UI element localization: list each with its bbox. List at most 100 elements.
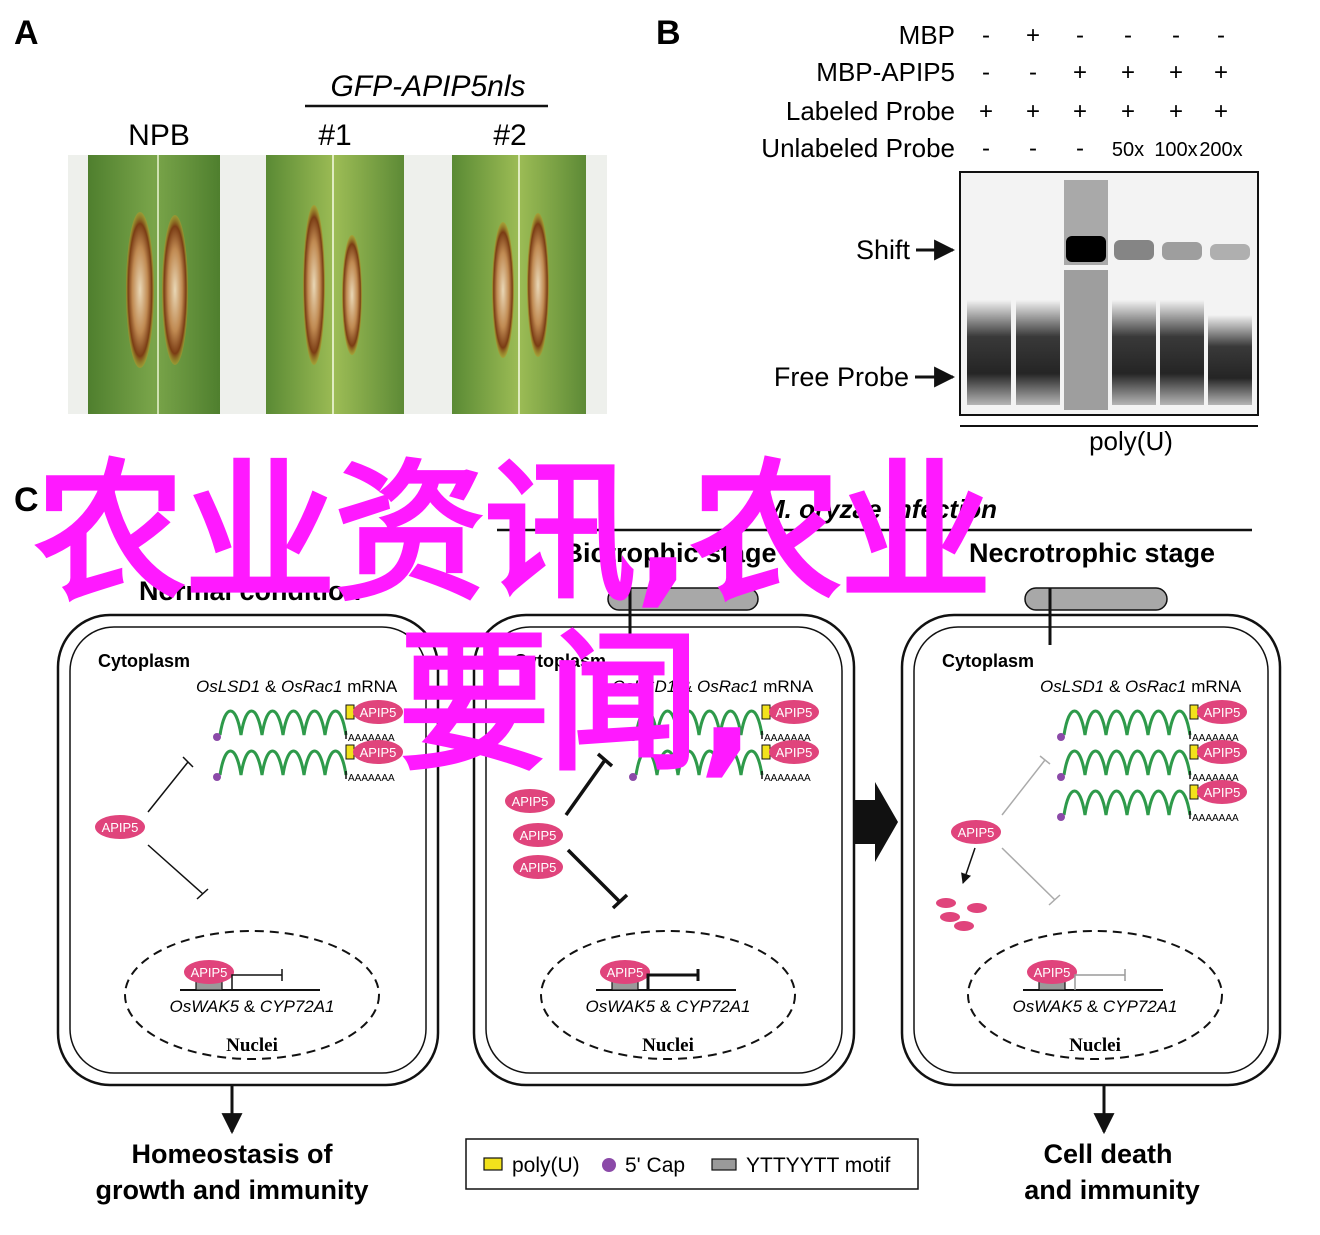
mrna-label: OsLSD1 & OsRac1 mRNA <box>612 677 814 696</box>
nuclei-label: Nuclei <box>226 1035 278 1056</box>
promoter-joiner: & <box>239 997 260 1016</box>
cell-2-title: Biotrophic stage <box>563 538 776 568</box>
apip5-protein <box>353 700 403 724</box>
emsa-condition-table: MBP-+----MBP-APIP5--++++Labeled Probe+++… <box>761 20 1242 163</box>
gel-lanes <box>967 180 1252 410</box>
panel-b: B MBP-+----MBP-APIP5--++++Labeled Probe+… <box>656 14 1259 456</box>
nucleus <box>540 930 796 1060</box>
promoter-label: OsWAK5 & CYP72A1 <box>585 997 750 1016</box>
apip5-protein <box>1197 700 1247 724</box>
emsa-cell: - <box>982 135 990 162</box>
fungus-hypha-biotrophic <box>607 587 759 645</box>
mrna-gene-2: OsRac1 <box>1125 677 1186 696</box>
stage-transition-arrow <box>855 782 898 862</box>
mrna-strand <box>218 749 348 776</box>
cell-membrane <box>69 626 427 1074</box>
cell-membrane <box>485 626 843 1074</box>
emsa-cell: - <box>982 59 990 86</box>
mrna-strand <box>1062 749 1192 776</box>
apip5-label: APIP5 <box>1204 705 1241 720</box>
emsa-cell: - <box>1217 22 1225 49</box>
apip5-label: APIP5 <box>1204 785 1241 800</box>
apip5-protein <box>505 789 555 813</box>
legend-motif: YTTYYTT motif <box>746 1154 890 1177</box>
degraded-fragment <box>940 912 960 922</box>
apip5-protein <box>184 960 234 984</box>
lane-label-2: #2 <box>493 119 526 152</box>
cell-wall <box>900 613 1282 1087</box>
cell-3-title: Necrotrophic stage <box>969 538 1215 568</box>
promoter-gene-2: CYP72A1 <box>676 997 751 1016</box>
cell-wall <box>472 613 856 1087</box>
inhibition-line <box>147 844 204 895</box>
emsa-cell: 100x <box>1154 139 1197 161</box>
emsa-cell: + <box>1026 22 1040 49</box>
degradation-arrow <box>961 847 976 884</box>
promoter-arrow <box>231 974 282 990</box>
leaf-npb <box>88 155 220 414</box>
polya-tail: AAAAAAA <box>764 733 811 744</box>
polya-tail: AAAAAAA <box>764 773 811 784</box>
apip5-protein <box>1027 960 1077 984</box>
promoter-gene-1: OsWAK5 <box>169 997 239 1016</box>
cell-membrane <box>913 626 1269 1074</box>
mrna-strand <box>634 709 764 736</box>
apip5-label: APIP5 <box>520 860 557 875</box>
apip5-label: APIP5 <box>958 825 995 840</box>
mrna-strand <box>634 749 764 776</box>
apip5-protein <box>951 820 1001 844</box>
construct-label: GFP-APIP5nls <box>330 70 525 103</box>
emsa-row-label: Unlabeled Probe <box>761 133 955 163</box>
emsa-cell: + <box>1073 59 1087 86</box>
degraded-fragment <box>936 898 956 908</box>
leaf-line-1 <box>266 155 404 414</box>
nucleus <box>967 930 1223 1060</box>
legend-poly-u: poly(U) <box>512 1154 580 1177</box>
cytoplasm-label: Cytoplasm <box>942 651 1034 671</box>
emsa-row-label: Labeled Probe <box>786 96 955 126</box>
cap-icon <box>213 733 221 741</box>
apip5-protein <box>600 960 650 984</box>
emsa-cell: - <box>1172 22 1180 49</box>
mrna-gene-1: OsLSD1 <box>1040 677 1104 696</box>
promoter-gene-2: CYP72A1 <box>1103 997 1178 1016</box>
promoter-joiner: & <box>1082 997 1103 1016</box>
legend-cap: 5' Cap <box>625 1154 685 1177</box>
outcome-necro-line2: and immunity <box>1024 1175 1200 1205</box>
probe-label: poly(U) <box>1089 426 1173 456</box>
infection-header: M. oryzae infection <box>763 494 997 524</box>
inhibition-line <box>1001 847 1056 901</box>
promoter-gene-1: OsWAK5 <box>585 997 655 1016</box>
mrna-joiner: & <box>1104 677 1125 696</box>
promoter-arrow <box>646 973 698 990</box>
mrna-gene-2: OsRac1 <box>697 677 758 696</box>
degraded-fragment <box>967 903 987 913</box>
poly-u-icon <box>761 704 771 720</box>
nuclei-label: Nuclei <box>642 1035 694 1056</box>
apip5-protein <box>513 823 563 847</box>
cell-wall <box>56 613 440 1087</box>
emsa-cell: 50x <box>1112 139 1144 161</box>
apip5-protein <box>353 740 403 764</box>
polya-tail: AAAAAAA <box>348 773 395 784</box>
panel-a-label: A <box>14 14 39 52</box>
emsa-cell: + <box>1121 59 1135 86</box>
apip5-protein <box>769 700 819 724</box>
emsa-cell: - <box>1029 59 1037 86</box>
panel-c: C M. oryzae infection Normal condition B… <box>14 481 1282 1205</box>
cytoplasm-label: Cytoplasm <box>514 651 606 671</box>
outcome-necro-line1: Cell death <box>1043 1139 1172 1169</box>
shift-label: Shift <box>856 235 911 265</box>
poly-u-icon <box>345 744 355 760</box>
nucleus <box>124 930 380 1060</box>
apip5-label: APIP5 <box>776 705 813 720</box>
apip5-label: APIP5 <box>1034 965 1071 980</box>
mrna-gene-2: OsRac1 <box>281 677 342 696</box>
mrna-suffix: mRNA <box>342 677 397 696</box>
mrna-joiner: & <box>260 677 281 696</box>
promoter-gene-2: CYP72A1 <box>260 997 335 1016</box>
promoter-joiner: & <box>655 997 676 1016</box>
